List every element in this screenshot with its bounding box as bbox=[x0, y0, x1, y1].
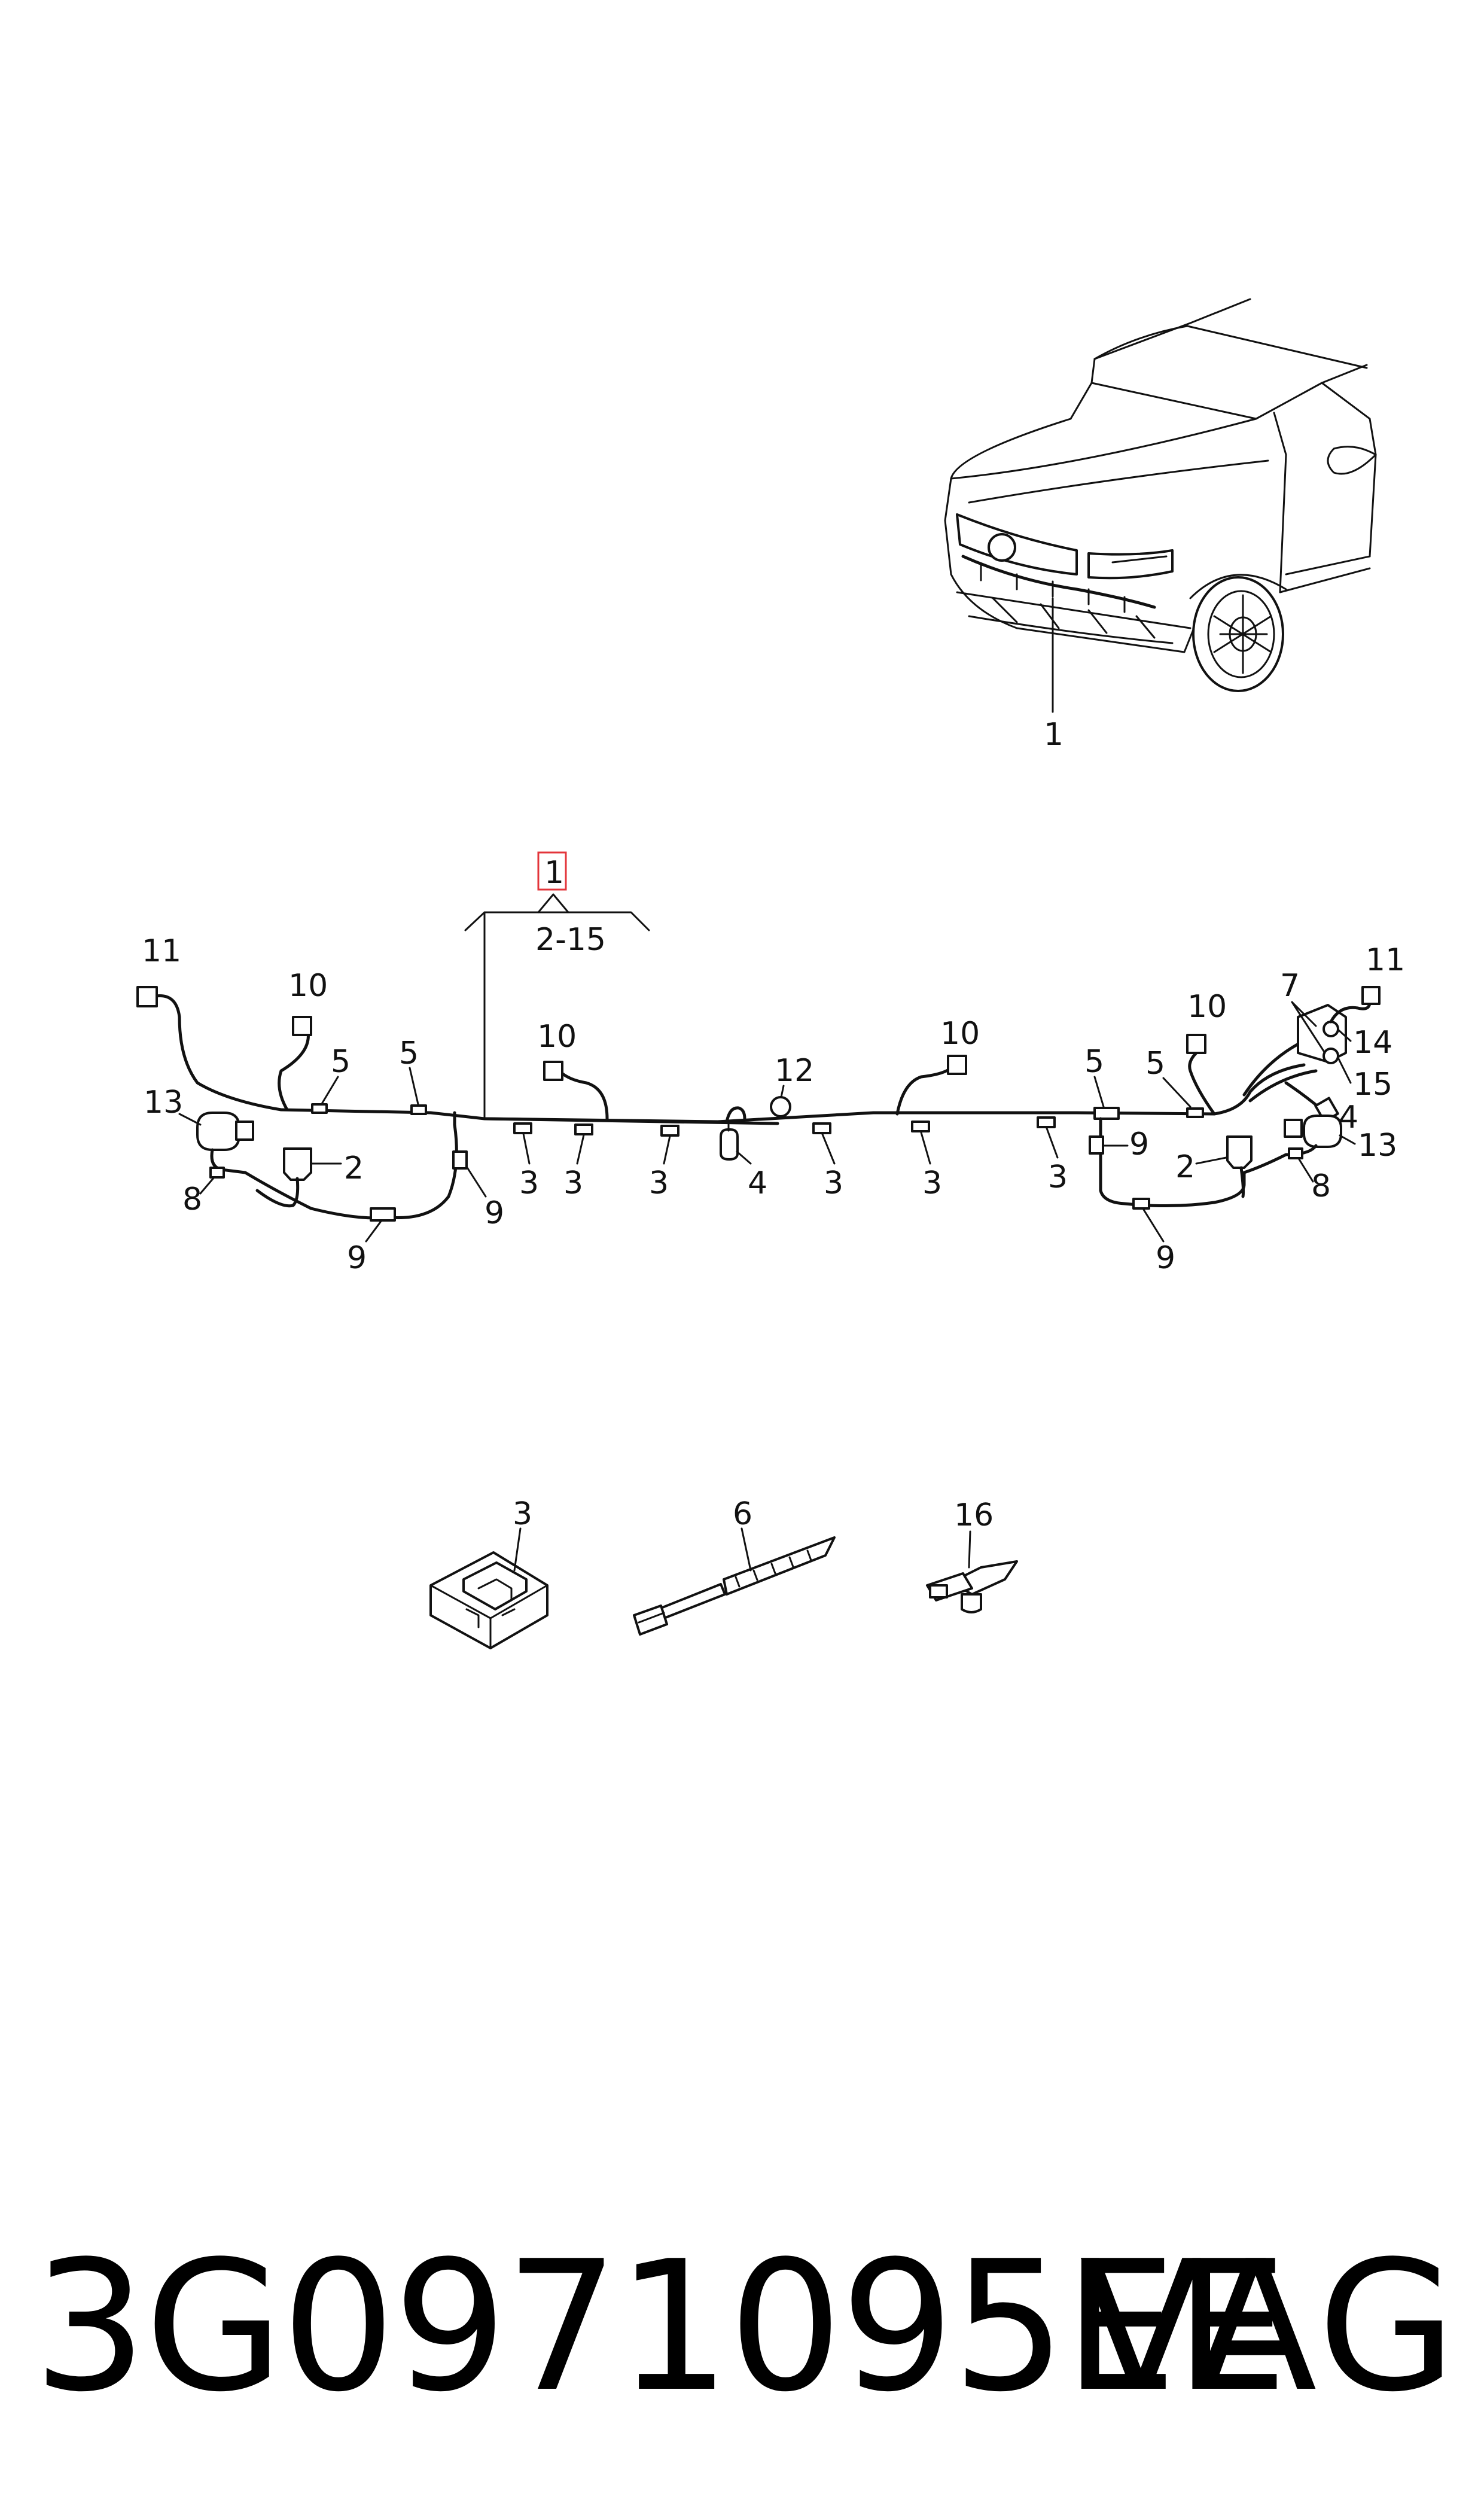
callout-10-a: 10 bbox=[288, 968, 328, 1004]
callout-5-a: 5 bbox=[331, 1044, 351, 1080]
part-3-clip: 3 bbox=[429, 1496, 548, 1649]
part-16-holder: 16 bbox=[926, 1497, 1018, 1613]
callout-3-e: 3 bbox=[922, 1165, 942, 1201]
callout-13-right: 13 bbox=[1358, 1128, 1397, 1164]
callout-5-b: 5 bbox=[399, 1036, 419, 1071]
callout-10-b: 10 bbox=[537, 1019, 577, 1055]
car-illustration: 1 bbox=[944, 298, 1377, 753]
callout-11-right: 11 bbox=[1366, 942, 1405, 978]
parts-diagram: 1 1 2-15 11 10 5 5 13 2 bbox=[136, 298, 1405, 1649]
callout-9-b: 9 bbox=[484, 1195, 504, 1231]
callout-15: 15 bbox=[1353, 1067, 1392, 1103]
bumper-wiring-harness: 1 2-15 11 10 5 5 13 2 bbox=[136, 851, 1405, 1276]
callout-9-d: 9 bbox=[1156, 1240, 1175, 1276]
callout-14: 14 bbox=[1353, 1025, 1392, 1061]
callout-2-right: 2 bbox=[1175, 1149, 1195, 1185]
brand-label: VAG bbox=[1079, 2222, 1460, 2431]
callout-1-car: 1 bbox=[1044, 717, 1064, 753]
callout-3-f: 3 bbox=[1048, 1159, 1068, 1195]
callout-3-d: 3 bbox=[824, 1165, 843, 1201]
callout-3-c: 3 bbox=[649, 1165, 669, 1201]
callout-11-left: 11 bbox=[142, 933, 181, 969]
callout-part3: 3 bbox=[513, 1496, 532, 1532]
part-number-label: 3G0971095EE bbox=[33, 2222, 1288, 2431]
callout-part6: 6 bbox=[733, 1496, 752, 1532]
callout-5-c: 5 bbox=[1084, 1044, 1104, 1080]
callout-7: 7 bbox=[1280, 968, 1300, 1004]
callout-5-d: 5 bbox=[1145, 1046, 1165, 1082]
loose-parts: 3 6 16 bbox=[429, 1496, 1018, 1649]
part-6-cable-tie: 6 bbox=[633, 1496, 836, 1636]
callout-8-left: 8 bbox=[182, 1182, 202, 1217]
callout-12: 12 bbox=[775, 1053, 814, 1089]
highlight-box bbox=[537, 851, 567, 891]
callout-9-c: 9 bbox=[1129, 1126, 1149, 1162]
callout-2-left: 2 bbox=[344, 1150, 364, 1186]
callout-13-left: 13 bbox=[144, 1085, 183, 1121]
callout-1-harness: 1 bbox=[544, 855, 564, 891]
callout-8-right: 8 bbox=[1311, 1168, 1331, 1204]
callout-part16: 16 bbox=[954, 1497, 994, 1533]
footer: 3G0971095EE VAG bbox=[0, 2202, 1484, 2453]
callout-10-d: 10 bbox=[1187, 989, 1227, 1025]
callout-range: 2-15 bbox=[535, 922, 606, 958]
callout-10-c: 10 bbox=[940, 1016, 980, 1052]
callout-4-mid: 4 bbox=[748, 1165, 767, 1201]
callout-9-a: 9 bbox=[347, 1240, 367, 1276]
callout-3-a: 3 bbox=[519, 1165, 539, 1201]
callout-3-b: 3 bbox=[563, 1165, 583, 1201]
